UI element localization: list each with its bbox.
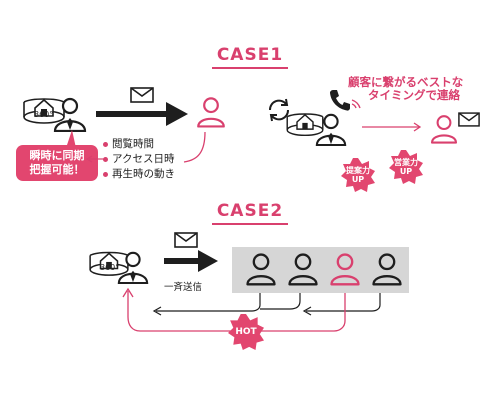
list-item: 再生時の動き bbox=[103, 167, 175, 182]
hot-badge: HOT bbox=[228, 314, 264, 350]
list-item: アクセス日時 bbox=[103, 152, 175, 167]
return-lines bbox=[152, 293, 381, 316]
customer-person-icon bbox=[285, 251, 321, 287]
case2-title: CASE2 bbox=[190, 201, 310, 225]
salesman-icon bbox=[314, 112, 348, 146]
customer-person-icon bbox=[243, 251, 279, 287]
broadcast-arrow-icon bbox=[164, 250, 218, 272]
customer-person-icon bbox=[428, 113, 460, 145]
customer-person-icon bbox=[369, 251, 405, 287]
vr-360-label: 360° bbox=[100, 263, 120, 272]
phone-icon bbox=[329, 90, 350, 111]
salesman-icon bbox=[116, 250, 150, 284]
customer-person-icon bbox=[194, 95, 228, 129]
bubble-tail bbox=[66, 130, 76, 148]
mail-icon bbox=[458, 112, 480, 127]
vr-360-label: 360° bbox=[34, 110, 54, 119]
contact-timing-text: 顧客に繋がるベストな タイミングで連絡 bbox=[348, 75, 464, 102]
mail-icon bbox=[174, 232, 198, 248]
hot-customer-person-icon bbox=[327, 251, 363, 287]
refresh-icon bbox=[268, 98, 290, 122]
mail-icon bbox=[130, 87, 154, 103]
broadcast-label: 一斉送信 bbox=[164, 282, 203, 293]
contact-arrow bbox=[362, 122, 422, 132]
phone-waves-icon bbox=[351, 99, 361, 109]
return-arrow bbox=[183, 131, 206, 163]
salesman-icon bbox=[52, 96, 88, 132]
sync-bubble: 瞬時に同期 把握可能！ bbox=[16, 145, 98, 181]
list-to-bubble-arrow bbox=[85, 155, 104, 163]
arrow-icon bbox=[96, 102, 188, 126]
case1-title: CASE1 bbox=[190, 45, 310, 69]
list-item: 閲覧時間 bbox=[103, 137, 175, 152]
tracking-list: 閲覧時間 アクセス日時 再生時の動き bbox=[103, 137, 175, 182]
